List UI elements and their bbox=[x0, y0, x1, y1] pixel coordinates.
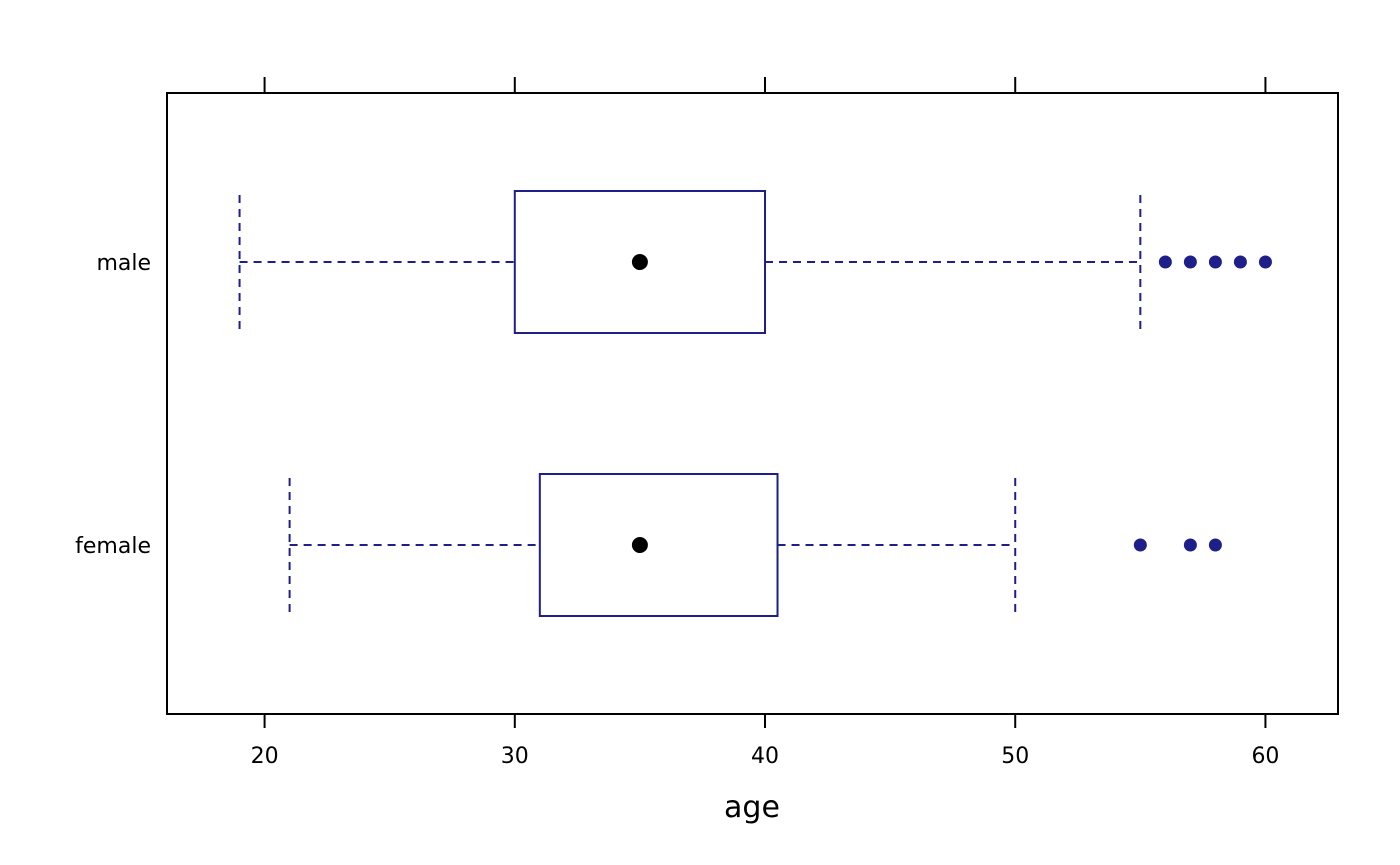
outlier-female-0 bbox=[1133, 538, 1147, 552]
outlier-female-2 bbox=[1208, 538, 1222, 552]
y-label-female: female bbox=[75, 534, 151, 559]
x-tick-label-40: 40 bbox=[751, 744, 779, 769]
x-axis-label: age bbox=[724, 790, 780, 825]
x-tick-label-20: 20 bbox=[251, 744, 279, 769]
outlier-male-2 bbox=[1208, 255, 1222, 269]
median-dot-female bbox=[631, 537, 648, 553]
boxplots bbox=[238, 190, 1272, 617]
outlier-female-1 bbox=[1183, 538, 1197, 552]
y-label-male: male bbox=[96, 251, 151, 276]
median-dot-male bbox=[631, 254, 648, 270]
outlier-male-3 bbox=[1233, 255, 1247, 269]
outlier-male-1 bbox=[1183, 255, 1197, 269]
boxplot-female bbox=[288, 473, 1222, 617]
category-labels: female male bbox=[75, 251, 167, 559]
axis-ticks: 20 30 40 50 60 bbox=[251, 77, 1279, 769]
x-tick-label-30: 30 bbox=[501, 744, 529, 769]
boxplot-male bbox=[238, 190, 1272, 334]
plot-frame bbox=[166, 92, 1339, 715]
x-tick-label-50: 50 bbox=[1001, 744, 1029, 769]
outlier-male-0 bbox=[1158, 255, 1172, 269]
iqr-box-male bbox=[513, 190, 767, 334]
x-tick-label-60: 60 bbox=[1251, 744, 1279, 769]
outlier-male-4 bbox=[1258, 255, 1272, 269]
iqr-box-female bbox=[538, 473, 779, 617]
